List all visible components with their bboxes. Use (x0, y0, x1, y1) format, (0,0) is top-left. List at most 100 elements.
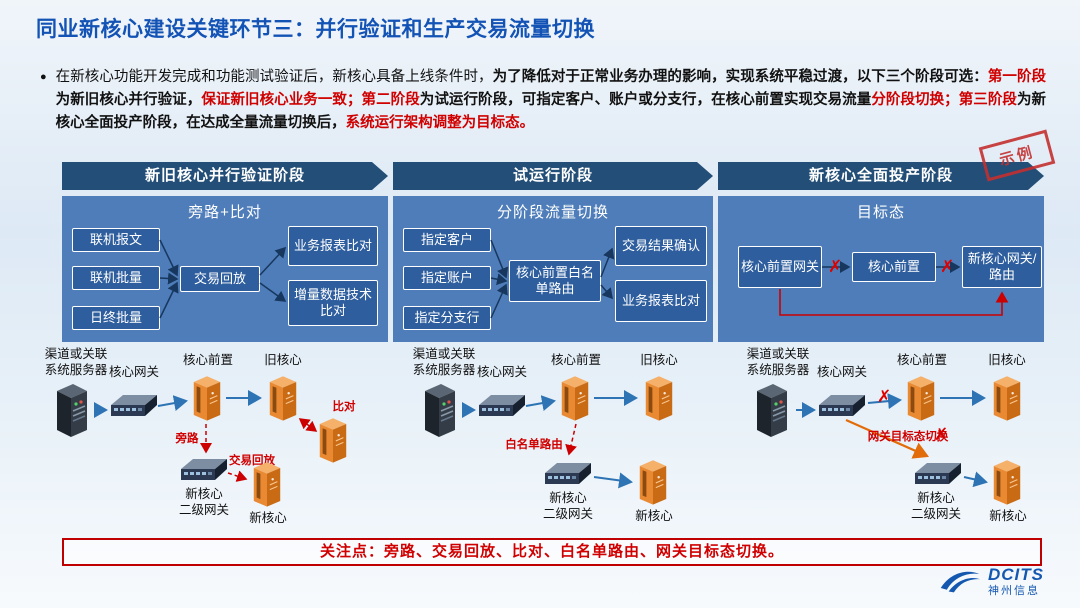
gateway-target-switch-arrow (845, 418, 930, 459)
intro-segment: 第三阶段 (958, 92, 1017, 108)
box-report-compare-2: 业务报表比对 (615, 280, 707, 322)
d3-new-core-server-icon (990, 458, 1024, 506)
d2-old-core-server-icon (642, 374, 676, 422)
d3-core-front-server-icon (904, 374, 938, 422)
d1-compare-label: 比对 (332, 401, 356, 413)
d3-old-core-server-icon (990, 374, 1024, 422)
box-core-front: 核心前置 (852, 252, 936, 282)
d1-channel-server-label: 渠道或关联 系统服务器 (44, 347, 108, 377)
d3-gateway-target-switch-label: 网关目标态切换 (867, 431, 949, 443)
target-state-red-path (779, 289, 1009, 316)
d1-new-core-server-icon (250, 460, 284, 508)
d3-channel-server-icon (752, 382, 792, 438)
panel-bypass-compare: 旁路+比对 联机报文 联机批量 日终批量 交易回放 业务报表比对 增量数据技术比… (62, 196, 388, 342)
cut-mark-panel3-2: ✗ (940, 257, 955, 276)
panel1-flow-arrows (159, 239, 287, 319)
box-report-compare: 业务报表比对 (288, 226, 378, 266)
d3-core-front-label: 核心前置 (896, 353, 947, 367)
logo-company-text: 神州信息 (988, 584, 1040, 597)
intro-segment: 在新核心功能开发完成和功能测试验证后，新核心具备上线条件时， (55, 69, 493, 85)
panel-title-target-state: 目标态 (856, 204, 905, 221)
d1-compare-server-icon (316, 416, 350, 464)
d1-core-front-server-icon (190, 374, 224, 422)
d3-channel-server-label: 渠道或关联 系统服务器 (746, 347, 810, 377)
panel-title-bypass-compare: 旁路+比对 (188, 204, 262, 221)
intro-segment: 第二阶段 (361, 92, 420, 108)
intro-segment: 系统运行架构调整为目标态。 (345, 115, 535, 131)
d1-old-core-label: 旧核心 (264, 353, 302, 367)
d3-secondary-gateway-icon (914, 460, 962, 488)
intro-segment: 保证新旧核心业务一致； (201, 92, 362, 108)
intro-segment: 为新核心全面投产阶段，在达成全量流量切换后， (55, 92, 1047, 131)
banner-full-production: 新核心全面投产阶段 (718, 162, 1044, 190)
bullet-marker: ● (40, 71, 47, 83)
d3-new-core-label: 新核心 (989, 509, 1027, 523)
box-designated-account: 指定账户 (403, 266, 491, 290)
d2-whitelist-label: 白名单路由 (505, 439, 563, 451)
panel-title-staged-switch: 分阶段流量切换 (496, 204, 609, 221)
replay-dashed-arrow (227, 470, 248, 482)
box-transaction-result-confirm: 交易结果确认 (615, 226, 707, 266)
d2-secondary-gateway-icon (544, 460, 592, 488)
box-incremental-data-compare: 增量数据技术比对 (288, 280, 378, 326)
d1-core-gateway-label: 核心网关 (108, 365, 159, 379)
compare-double-arrow (298, 418, 318, 432)
d2-old-core-label: 旧核心 (640, 353, 678, 367)
d3-core-gateway-label: 核心网关 (816, 365, 867, 379)
diagram2-arrows (462, 390, 638, 489)
panel3-flow-arrows (779, 261, 1009, 316)
diagram1-arrows (94, 390, 318, 482)
d1-core-front-label: 核心前置 (182, 353, 233, 367)
d3-secondary-gateway-label: 新核心 二级网关 (910, 491, 961, 521)
box-online-message: 联机报文 (72, 228, 160, 252)
box-online-batch: 联机批量 (72, 266, 160, 290)
diagram3-arrows (796, 390, 988, 488)
d2-core-gateway-icon (478, 392, 526, 420)
d2-secondary-gateway-label: 新核心 二级网关 (542, 491, 593, 521)
d2-channel-server-label: 渠道或关联 系统服务器 (412, 347, 476, 377)
panel2-flow-arrows (490, 239, 615, 319)
cut-mark-panel3-1: ✗ (828, 257, 843, 276)
intro-segment: 分阶段切换； (871, 92, 959, 108)
d1-new-core-label: 新核心 (249, 511, 287, 525)
box-eod-batch: 日终批量 (72, 306, 160, 330)
logo-brand-text: DCITS (988, 565, 1044, 584)
intro-block: ● 在新核心功能开发完成和功能测试验证后，新核心具备上线条件时，为了降低对于正常… (40, 66, 1046, 135)
intro-segment: 为新旧核心并行验证， (55, 92, 202, 108)
whitelist-dashed-arrow (565, 423, 577, 456)
d2-new-core-label: 新核心 (635, 509, 673, 523)
d3-core-gateway-icon (818, 392, 866, 420)
d2-core-front-label: 核心前置 (550, 353, 601, 367)
d1-secondary-gateway-icon (180, 456, 228, 484)
d2-channel-server-icon (420, 382, 460, 438)
box-whitelist-routing: 核心前置白名单路由 (509, 260, 601, 302)
d1-channel-server-icon (52, 382, 92, 438)
focus-points-box: 关注点：旁路、交易回放、比对、白名单路由、网关目标态切换。 (62, 538, 1042, 566)
intro-segment: 第一阶段 (987, 69, 1047, 85)
company-logo: DCITS 神州信息 (938, 565, 1044, 597)
box-core-front-gateway: 核心前置网关 (738, 246, 822, 288)
box-new-core-gateway-route: 新核心网关/路由 (962, 246, 1042, 288)
panel-staged-traffic-switch: 分阶段流量切换 指定客户 指定账户 指定分支行 核心前置白名单路由 交易结果确认… (393, 196, 713, 342)
cut-mark-diagram3-label: ✗ (934, 425, 949, 444)
intro-segment: 为试运行阶段，可指定客户、账户或分支行，在核心前置实现交易流量 (419, 92, 872, 108)
banner-parallel-verification: 新旧核心并行验证阶段 (62, 162, 388, 190)
d3-old-core-label: 旧核心 (988, 353, 1026, 367)
box-transaction-replay: 交易回放 (180, 266, 260, 292)
intro-paragraph: 在新核心功能开发完成和功能测试验证后，新核心具备上线条件时，为了降低对于正常业务… (56, 66, 1046, 135)
cut-mark-diagram3-link: ✗ (877, 387, 892, 406)
d1-bypass-label: 旁路 (175, 433, 199, 445)
banner-trial-run: 试运行阶段 (393, 162, 713, 190)
d2-core-gateway-label: 核心网关 (476, 365, 527, 379)
logo-swoosh-icon (938, 567, 982, 595)
d2-core-front-server-icon (558, 374, 592, 422)
d1-old-core-server-icon (266, 374, 300, 422)
intro-segment: 为了降低对于正常业务办理的影响，实现系统平稳过渡，以下三个阶段可选： (492, 69, 988, 85)
d1-core-gateway-icon (110, 392, 158, 420)
box-designated-branch: 指定分支行 (403, 306, 491, 330)
panel-target-state: 目标态 核心前置网关 核心前置 新核心网关/路由 (718, 196, 1044, 342)
box-designated-customer: 指定客户 (403, 228, 491, 252)
d1-secondary-gateway-label: 新核心 二级网关 (178, 487, 229, 517)
page-title: 同业新核心建设关键环节三：并行验证和生产交易流量切换 (36, 18, 595, 41)
